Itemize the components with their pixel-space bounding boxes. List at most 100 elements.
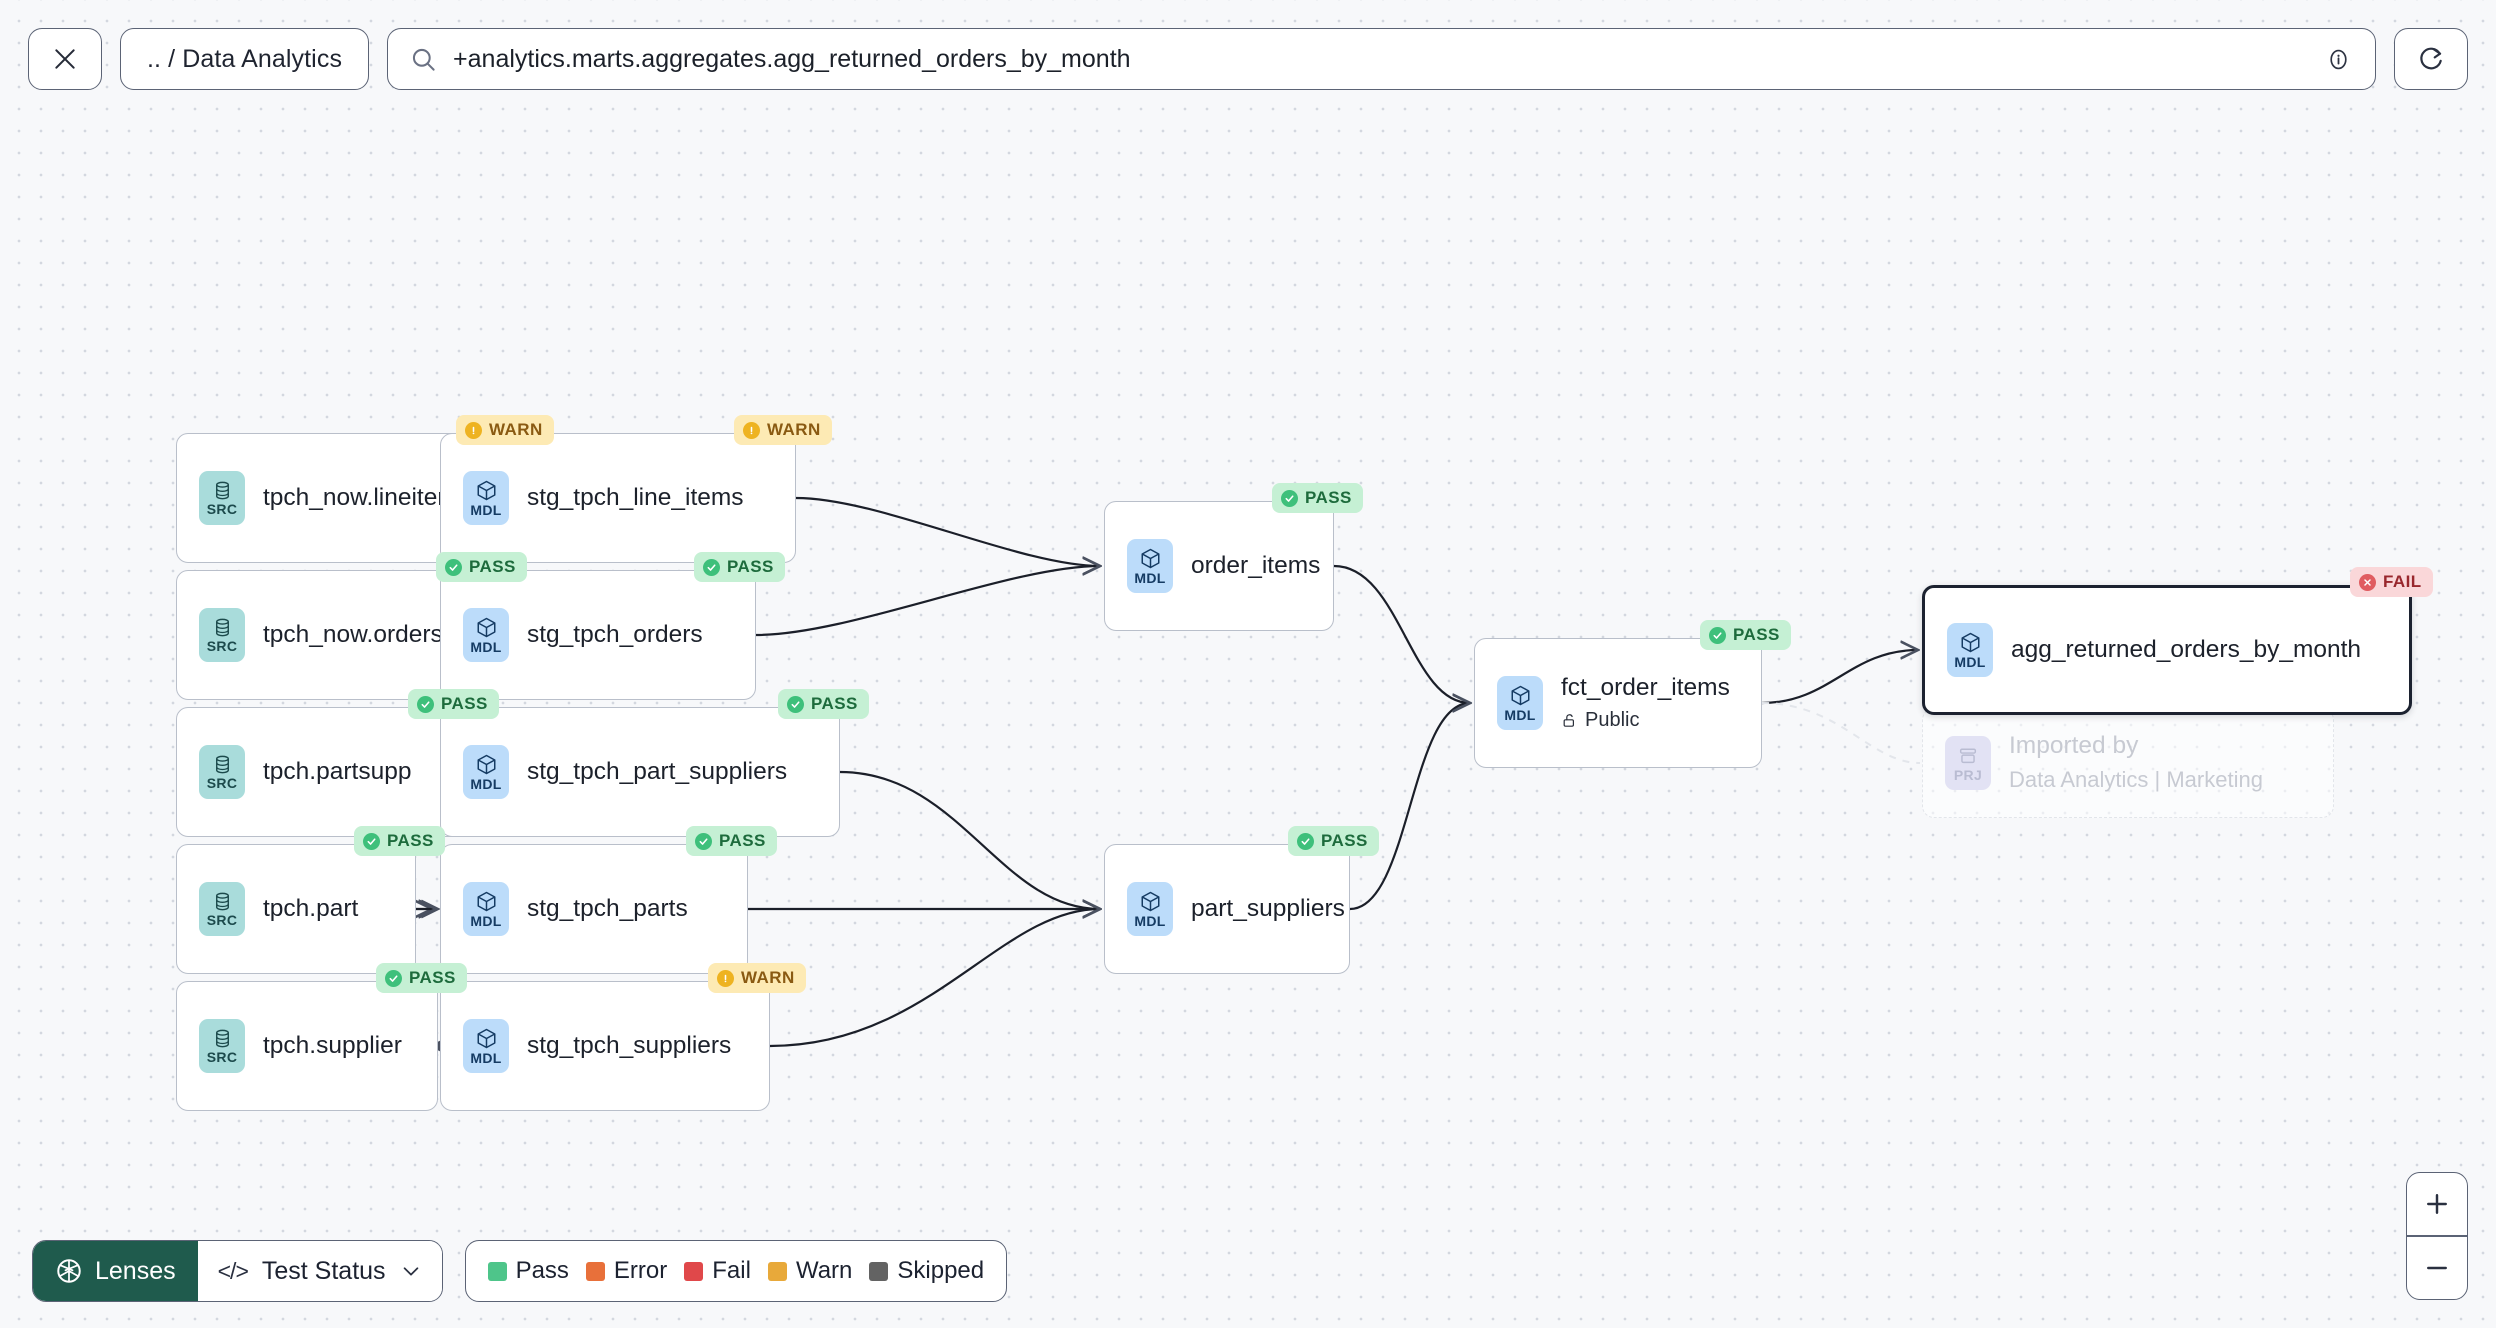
status-badge-label: PASS: [719, 831, 766, 850]
node-title: tpch.partsupp: [263, 757, 412, 785]
status-badge-label: PASS: [1321, 831, 1368, 850]
status-badge-stg_tpch_orders[interactable]: PASS: [694, 552, 785, 582]
status-badge-tpch_part[interactable]: PASS: [354, 826, 445, 856]
graph-node-stg_tpch_part_supp[interactable]: MDL stg_tpch_part_suppliers: [440, 707, 840, 837]
graph-node-tpch_supplier[interactable]: SRC tpch.supplier: [176, 981, 438, 1111]
legend-label: Pass: [515, 1257, 569, 1284]
refresh-button[interactable]: [2394, 28, 2468, 90]
legend-swatch: [585, 1261, 605, 1281]
status-badge-agg_returned[interactable]: FAIL: [2350, 567, 2433, 597]
node-type-label: MDL: [1954, 654, 1986, 670]
node-type-label: SRC: [206, 775, 238, 791]
lenses-button[interactable]: Lenses: [33, 1241, 198, 1301]
status-dot: [1281, 489, 1298, 507]
status-badge-label: WARN: [767, 420, 821, 439]
legend-label: Warn: [795, 1257, 853, 1284]
refresh-icon: [2420, 47, 2442, 70]
node-type-label: SRC: [206, 1049, 238, 1065]
status-badge-stg_tpch_parts[interactable]: PASS: [686, 826, 777, 856]
graph-node-tpch_partsupp[interactable]: SRC tpch.partsupp: [176, 707, 470, 837]
node-body: stg_tpch_suppliers: [527, 1031, 731, 1062]
check-icon: [707, 563, 716, 571]
close-button[interactable]: [28, 28, 102, 90]
breadcrumb[interactable]: .. / Data Analytics: [120, 28, 370, 90]
info-icon[interactable]: [2326, 47, 2351, 72]
bottom-toolbar: Lenses </> Test Status Pass Error Fail Warn…: [32, 1240, 1008, 1302]
legend-item-pass[interactable]: Pass: [487, 1257, 569, 1285]
status-badge-stg_tpch_part_supp[interactable]: PASS: [778, 689, 869, 719]
node-type-badge-src: SRC: [199, 745, 245, 799]
node-type-badge-mdl: MDL: [463, 608, 509, 662]
status-badge-fct_order_items[interactable]: PASS: [1700, 620, 1791, 650]
status-dot: [385, 969, 402, 987]
lenses-label: Lenses: [95, 1256, 176, 1285]
database-icon: [215, 892, 229, 911]
legend-item-warn[interactable]: Warn: [767, 1257, 853, 1285]
status-badge-label: PASS: [811, 694, 858, 713]
node-type-label: MDL: [1504, 707, 1536, 723]
status-badge-label: PASS: [409, 968, 456, 987]
zoom-controls: [2406, 1172, 2468, 1300]
test-status-dropdown[interactable]: </> Test Status: [197, 1241, 442, 1301]
node-type-label: MDL: [470, 776, 502, 792]
check-icon: [1713, 631, 1722, 639]
status-dot: [445, 558, 462, 576]
close-icon: [55, 49, 75, 69]
cube-icon: [1141, 891, 1159, 912]
search-input[interactable]: +analytics.marts.aggregates.agg_returned…: [387, 28, 2376, 90]
breadcrumb-label: .. / Data Analytics: [147, 44, 343, 73]
node-subtitle: Public: [1561, 707, 1730, 733]
node-type-label: SRC: [206, 501, 238, 517]
cube-icon: [477, 1028, 495, 1049]
cube-icon: [1511, 685, 1529, 706]
search-query-text: +analytics.marts.aggregates.agg_returned…: [453, 44, 1131, 73]
status-badge-stg_tpch_line_items[interactable]: WARN: [734, 415, 832, 445]
status-badge-order_items[interactable]: PASS: [1272, 483, 1363, 513]
test-status-label: Test Status: [261, 1256, 386, 1285]
status-badge-label: FAIL: [2383, 572, 2422, 591]
node-body: stg_tpch_parts: [527, 894, 688, 925]
status-dot: [1709, 626, 1726, 644]
node-title: Imported by: [2009, 732, 2139, 760]
zoom-out-button[interactable]: [2407, 1237, 2467, 1299]
status-badge-part_suppliers[interactable]: PASS: [1288, 826, 1379, 856]
search-icon: [412, 48, 435, 71]
node-body: tpch_now.lineitem: [263, 483, 458, 514]
node-title: tpch.supplier: [263, 1031, 402, 1059]
check-icon: [449, 563, 458, 571]
status-badge-tpch_partsupp[interactable]: PASS: [408, 689, 499, 719]
legend-item-fail[interactable]: Fail: [684, 1257, 751, 1285]
chevron-down-icon: [403, 1267, 418, 1276]
node-type-label: MDL: [1134, 913, 1166, 929]
status-badge-label: PASS: [469, 557, 516, 576]
status-dot: [703, 558, 720, 576]
graph-node-stg_tpch_suppliers[interactable]: MDL stg_tpch_suppliers: [440, 981, 770, 1111]
status-badge-tpch_now_orders[interactable]: PASS: [436, 552, 527, 582]
node-type-badge-src: SRC: [199, 471, 245, 525]
node-type-badge-src: SRC: [199, 1019, 245, 1073]
node-body: stg_tpch_part_suppliers: [527, 757, 787, 788]
node-subtitle-text: Public: [1585, 709, 1640, 732]
status-legend: Pass Error Fail Warn Skipped: [464, 1240, 1008, 1302]
status-badge-tpch_now_lineitem[interactable]: WARN: [456, 415, 554, 445]
status-badge-stg_tpch_suppliers[interactable]: WARN: [708, 963, 806, 993]
legend-item-error[interactable]: Error: [585, 1257, 668, 1285]
node-type-label: MDL: [470, 639, 502, 655]
status-badge-tpch_supplier[interactable]: PASS: [376, 963, 467, 993]
database-icon: [215, 1029, 229, 1048]
legend-item-skipped[interactable]: Skipped: [869, 1257, 984, 1285]
zoom-in-button[interactable]: [2407, 1173, 2467, 1235]
status-dot: [1297, 832, 1314, 850]
legend-label: Error: [613, 1257, 668, 1284]
node-type-label: MDL: [470, 1050, 502, 1066]
